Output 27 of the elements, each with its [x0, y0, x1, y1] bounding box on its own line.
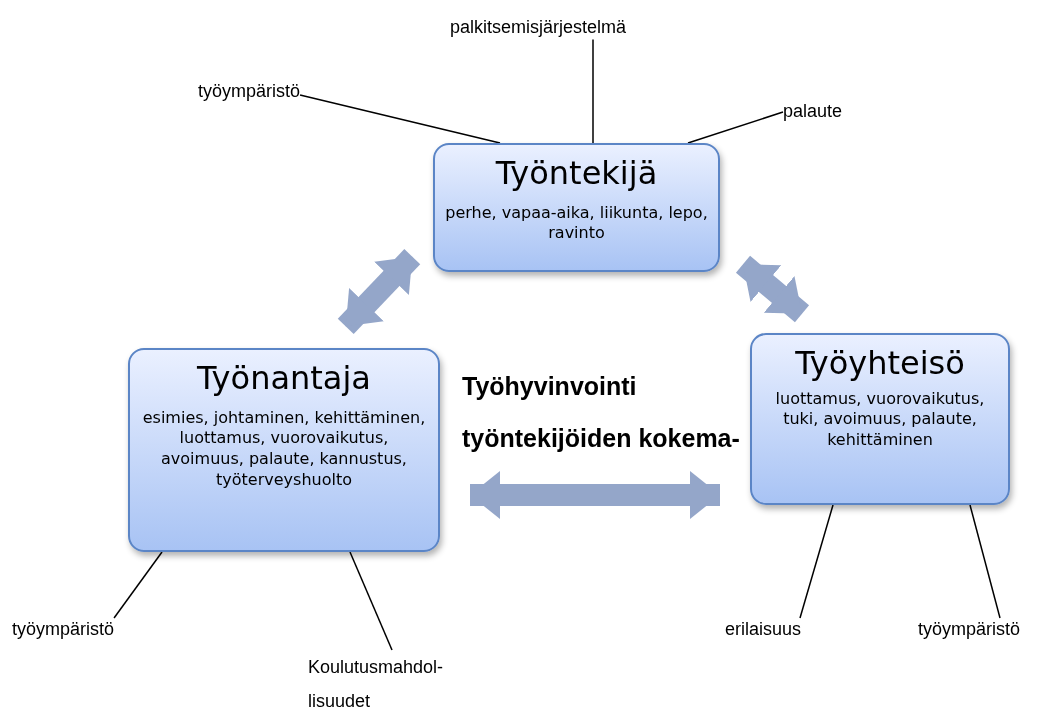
leader-line — [799, 504, 834, 619]
leader-line — [113, 551, 163, 619]
leader-line — [969, 504, 1001, 619]
diagram-title: Työhyvinvointi työntekijöiden kokema- — [462, 371, 741, 454]
factor-label: työympäristö — [918, 618, 1021, 642]
box-heading: Työntekijä — [495, 153, 658, 194]
factor-label: palkitsemisjärjestelmä — [450, 16, 627, 40]
box-text: esimies, johtaminen, kehittäminen, luottamus, vuorovaikutus, avoimuus, palaute, kannustus, työterveyshuolto — [141, 407, 427, 491]
factor-label: erilaisuus — [725, 618, 802, 642]
leader-line — [592, 38, 594, 144]
rounded-box — [433, 143, 720, 272]
leader-line — [349, 551, 393, 651]
box-text: luottamus, vuorovaikutus, tuki, avoimuus, palaute, kehittäminen — [774, 388, 986, 451]
factor-label: työympäristö — [198, 80, 301, 104]
leader-line — [299, 94, 501, 144]
double-arrow — [470, 471, 720, 519]
double-arrow — [735, 255, 810, 323]
box-heading: Työyhteisö — [795, 343, 965, 384]
factor-label: Koulutusmahdol- lisuudet — [308, 650, 508, 718]
factor-label: palaute — [783, 100, 843, 124]
leader-line — [687, 111, 784, 144]
rounded-box — [750, 333, 1010, 505]
rounded-box — [128, 348, 440, 552]
box-heading: Työnantaja — [197, 358, 371, 399]
double-arrow — [337, 249, 421, 334]
box-text: perhe, vapaa-aika, liikunta, lepo, ravinto — [445, 202, 708, 245]
factor-label: työympäristö — [12, 618, 115, 642]
